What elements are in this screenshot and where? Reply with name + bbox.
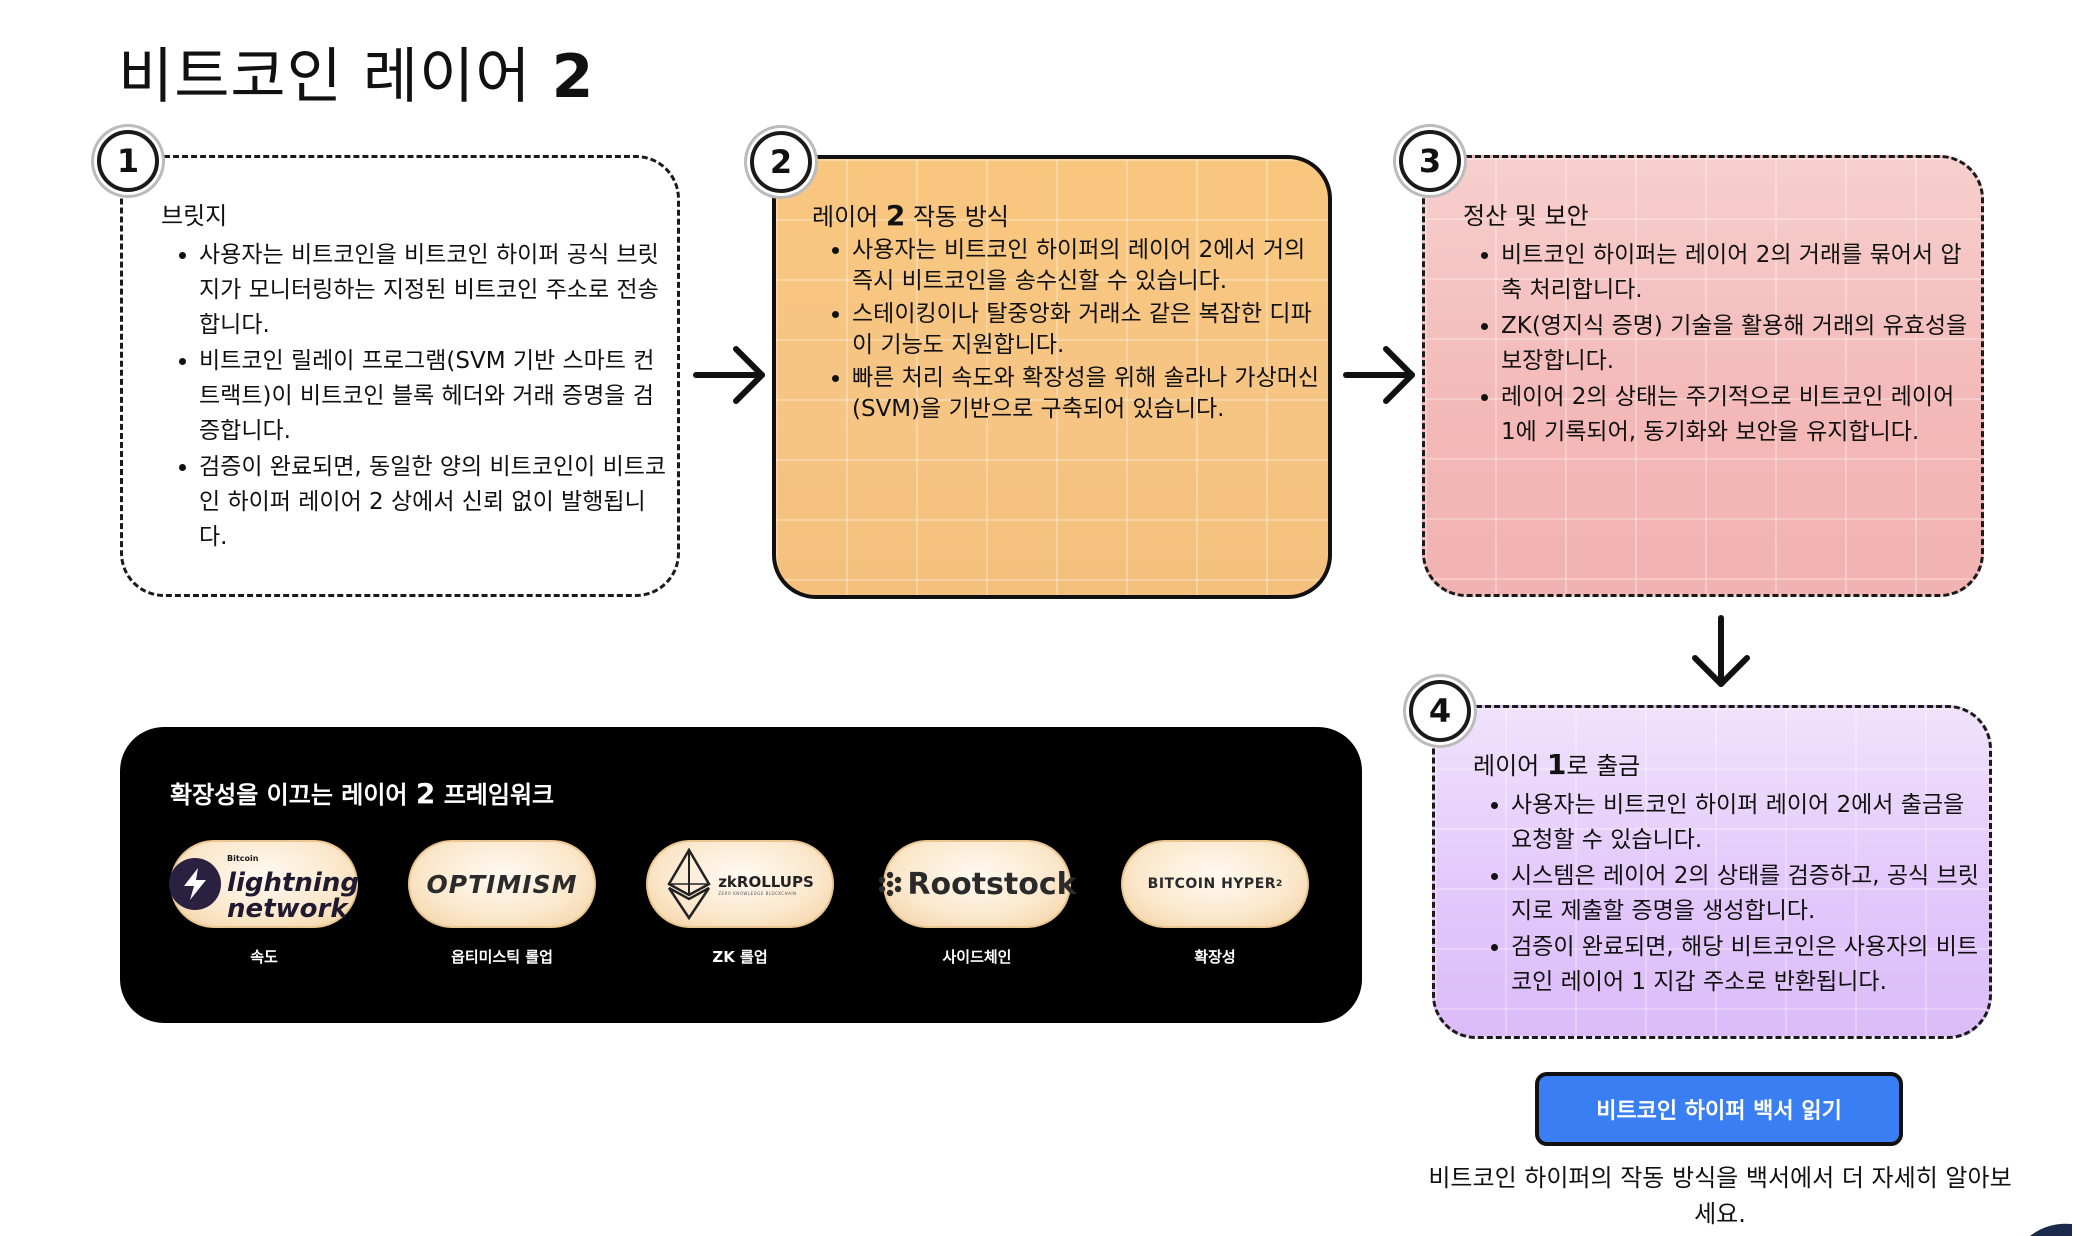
framework-item-lightning[interactable]: Bitcoin lightning network 속도 bbox=[169, 840, 362, 967]
framework-panel: 확장성을 이끄는 레이어 2 프레임워크 Bitcoin lightning n… bbox=[120, 727, 1362, 1023]
framework-item-label: 옵티미스틱 롤업 bbox=[451, 948, 553, 966]
logo-text: Rootstock bbox=[907, 866, 1077, 902]
lightning-bolt-icon bbox=[169, 858, 222, 910]
ethereum-icon bbox=[667, 848, 711, 920]
list-item: 레이어 2의 상태는 주기적으로 비트코인 레이어 1에 기록되어, 동기화와 … bbox=[1501, 380, 1971, 450]
step-heading-text: 정산 및 보안 bbox=[1463, 202, 1589, 230]
list-item: 비트코인 하이퍼는 레이어 2의 거래를 묶어서 압축 처리합니다. bbox=[1501, 238, 1971, 308]
list-item: 사용자는 비트코인 하이퍼의 레이어 2에서 거의 즉시 비트코인을 송수신할 … bbox=[852, 235, 1322, 297]
lightning-network-logo: Bitcoin lightning network bbox=[169, 840, 359, 928]
zkrollups-logo: zkROLLUPS ZERO KNOWLEDGE BLOCKCHAIN bbox=[646, 840, 834, 928]
page-title: 비트코인 레이어 2 bbox=[118, 28, 593, 115]
step-heading-number: 1 bbox=[1546, 748, 1567, 781]
logo-text-line1: lightning bbox=[227, 868, 359, 898]
logo-superscript: 2 bbox=[1276, 879, 1283, 889]
step-badge-1: 1 bbox=[97, 130, 159, 192]
framework-title: 확장성을 이끄는 레이어 2 프레임워크 bbox=[170, 775, 554, 810]
page-title-number: 2 bbox=[551, 42, 594, 112]
step-card-settlement: 3 정산 및 보안 비트코인 하이퍼는 레이어 2의 거래를 묶어서 압축 처리… bbox=[1399, 130, 1984, 597]
list-item: 검증이 완료되면, 동일한 양의 비트코인이 비트코인 하이퍼 레이어 2 상에… bbox=[199, 450, 669, 555]
framework-item-label: ZK 롤업 bbox=[712, 948, 768, 966]
list-item: 사용자는 비트코인 하이퍼 레이어 2에서 출금을 요청할 수 있습니다. bbox=[1511, 788, 1981, 858]
read-whitepaper-button[interactable]: 비트코인 하이퍼 백서 읽기 bbox=[1535, 1072, 1903, 1146]
step-badge-2: 2 bbox=[750, 131, 812, 193]
corner-decoration-icon bbox=[2030, 1223, 2072, 1236]
step-bullet-list: 사용자는 비트코인을 비트코인 하이퍼 공식 브릿지가 모니터링하는 지정된 비… bbox=[163, 238, 669, 556]
step-heading-suffix: 작동 방식 bbox=[913, 203, 1009, 231]
optimism-logo: OPTIMISM bbox=[408, 840, 596, 928]
step-heading-text: 레이어 bbox=[1473, 752, 1540, 780]
logo-text-line2: network bbox=[227, 894, 348, 924]
rootstock-dots-icon bbox=[879, 871, 902, 897]
step-heading: 정산 및 보안 bbox=[1463, 196, 1589, 231]
arrow-down-icon bbox=[1692, 615, 1750, 687]
framework-item-label: 확장성 bbox=[1194, 948, 1236, 966]
step-card-bridge: 1 브릿지 사용자는 비트코인을 비트코인 하이퍼 공식 브릿지가 모니터링하는… bbox=[97, 130, 680, 597]
page-title-text: 비트코인 레이어 bbox=[118, 42, 532, 112]
framework-title-suffix: 프레임워크 bbox=[443, 781, 555, 809]
logo-small-text: Bitcoin bbox=[227, 854, 259, 863]
framework-item-rootstock[interactable]: Rootstock 사이드체인 bbox=[879, 840, 1077, 967]
step-heading-number: 2 bbox=[885, 199, 906, 232]
framework-item-label: 속도 bbox=[250, 948, 278, 966]
framework-item-optimism[interactable]: OPTIMISM 옵티미스틱 롤업 bbox=[408, 840, 600, 967]
step-heading: 레이어 1로 출금 bbox=[1473, 746, 1640, 781]
arrow-right-icon bbox=[693, 346, 765, 404]
step-bullet-list: 사용자는 비트코인 하이퍼 레이어 2에서 출금을 요청할 수 있습니다. 시스… bbox=[1475, 788, 1981, 1001]
list-item: 사용자는 비트코인을 비트코인 하이퍼 공식 브릿지가 모니터링하는 지정된 비… bbox=[199, 238, 669, 343]
step-heading: 레이어 2 작동 방식 bbox=[812, 197, 1009, 232]
step-bullet-list: 사용자는 비트코인 하이퍼의 레이어 2에서 거의 즉시 비트코인을 송수신할 … bbox=[816, 235, 1322, 427]
rootstock-logo: Rootstock bbox=[879, 840, 1077, 928]
whitepaper-note: 비트코인 하이퍼의 작동 방식을 백서에서 더 자세히 알아보세요. bbox=[1428, 1164, 2012, 1228]
logo-text: OPTIMISM bbox=[426, 869, 578, 899]
list-item: 비트코인 릴레이 프로그램(SVM 기반 스마트 컨트랙트)이 비트코인 블록 … bbox=[199, 344, 669, 449]
step-card-how-it-works: 2 레이어 2 작동 방식 사용자는 비트코인 하이퍼의 레이어 2에서 거의 … bbox=[750, 131, 1332, 599]
arrow-right-icon bbox=[1343, 346, 1415, 404]
list-item: 검증이 완료되면, 해당 비트코인은 사용자의 비트코인 레이어 1 지갑 주소… bbox=[1511, 930, 1981, 1000]
step-card-withdraw: 4 레이어 1로 출금 사용자는 비트코인 하이퍼 레이어 2에서 출금을 요청… bbox=[1409, 680, 1992, 1039]
step-heading-suffix: 로 출금 bbox=[1566, 752, 1641, 780]
list-item: 시스템은 레이어 2의 상태를 검증하고, 공식 브릿지로 제출할 증명을 생성… bbox=[1511, 859, 1981, 929]
list-item: 스테이킹이나 탈중앙화 거래소 같은 복잡한 디파이 기능도 지원합니다. bbox=[852, 299, 1322, 361]
step-badge-3: 3 bbox=[1399, 130, 1461, 192]
logo-subtext: ZERO KNOWLEDGE BLOCKCHAIN bbox=[718, 890, 797, 896]
step-badge-4: 4 bbox=[1409, 680, 1471, 742]
framework-item-label: 사이드체인 bbox=[942, 948, 1012, 966]
step-heading: 브릿지 bbox=[161, 196, 227, 231]
logo-text: zkROLLUPS bbox=[718, 872, 814, 891]
step-bullet-list: 비트코인 하이퍼는 레이어 2의 거래를 묶어서 압축 처리합니다. ZK(영지… bbox=[1465, 238, 1971, 451]
framework-title-number: 2 bbox=[415, 777, 436, 810]
framework-title-prefix: 확장성을 이끄는 레이어 bbox=[170, 781, 408, 809]
step-heading-text: 브릿지 bbox=[161, 202, 228, 230]
framework-item-zk-rollups[interactable]: zkROLLUPS ZERO KNOWLEDGE BLOCKCHAIN ZK 롤… bbox=[646, 840, 838, 967]
list-item: ZK(영지식 증명) 기술을 활용해 거래의 유효성을 보장합니다. bbox=[1501, 309, 1971, 379]
logo-text: BITCOIN HYPER bbox=[1147, 876, 1277, 892]
step-heading-text: 레이어 bbox=[812, 203, 879, 231]
list-item: 빠른 처리 속도와 확장성을 위해 솔라나 가상머신(SVM)을 기반으로 구축… bbox=[852, 363, 1322, 425]
